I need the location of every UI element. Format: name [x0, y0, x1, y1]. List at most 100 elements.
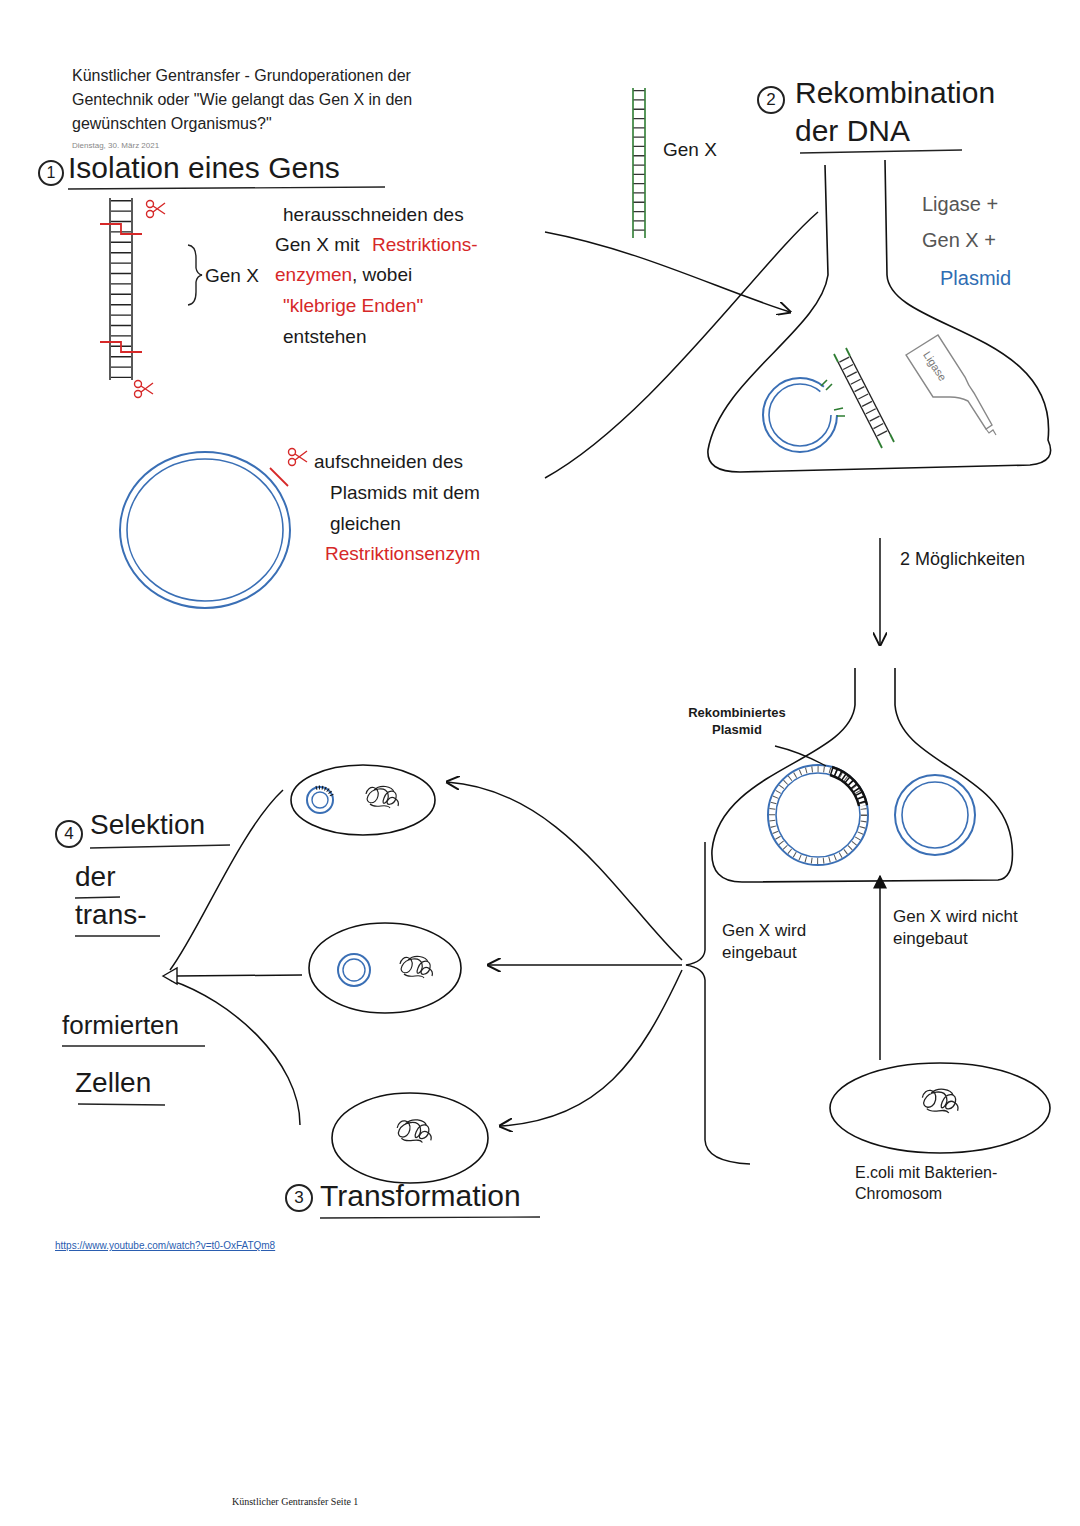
annotation-text: entstehen — [283, 325, 366, 348]
recombinant-plasmid — [772, 769, 864, 861]
annotation-text: gleichen — [330, 512, 401, 535]
flow-arrow — [488, 964, 682, 966]
restriction-cut — [270, 449, 307, 487]
bacterium — [332, 1093, 488, 1183]
gene-label: Gen X — [205, 264, 259, 287]
flask-vessel — [700, 160, 1060, 480]
gene-ladder — [633, 88, 645, 238]
step-number: 1 — [38, 160, 64, 186]
flask-vessel — [712, 668, 1013, 882]
outcome-label: Gen X wird nicht eingebaut — [893, 906, 1073, 950]
plasmid — [902, 782, 968, 848]
annotation-text: 2 Möglichkeiten — [900, 548, 1025, 570]
bacterium — [922, 1089, 958, 1113]
heading-underline — [78, 1104, 165, 1105]
step-heading: Selektion — [90, 808, 205, 842]
enzyme-outline — [906, 335, 992, 429]
step-heading: Zellen — [75, 1066, 151, 1100]
plasmid — [769, 384, 831, 446]
step-heading: Transformation — [320, 1178, 521, 1214]
reagent-list: Plasmid — [940, 266, 1011, 291]
restriction-cut — [100, 201, 165, 398]
gene-label: Gen X — [663, 138, 717, 161]
bacterium-label: E.coli mit Bakterien-Chromosom — [855, 1162, 1060, 1204]
heading-underline — [62, 845, 540, 1218]
heading-underline — [62, 1045, 205, 1046]
flow-arrow — [879, 538, 881, 645]
flow-arrow — [545, 212, 818, 478]
page-title: Künstlicher Gentransfer - Grundoperation… — [72, 64, 482, 136]
annotation-text: Gen X mit — [275, 233, 359, 256]
step-number: 3 — [285, 1184, 313, 1212]
gene-fragment — [838, 362, 878, 440]
step-heading: der — [75, 860, 115, 894]
recombinant-plasmid — [768, 765, 868, 865]
bacterium — [291, 765, 435, 835]
ligase-enzyme — [900, 325, 1000, 437]
flask-vessel — [708, 160, 1051, 472]
bacterium — [400, 956, 432, 978]
gene-ladder — [109, 198, 111, 380]
reagent-list: Ligase + Gen X + — [922, 186, 1034, 258]
plasmid — [120, 452, 290, 608]
annotation-text: Restriktions- — [372, 233, 478, 256]
heading-underline — [68, 187, 385, 189]
gene-bracket — [188, 245, 202, 305]
bacterium — [312, 792, 328, 808]
enzyme-label: Ligase — [920, 349, 949, 384]
enzyme-outline — [986, 429, 996, 435]
heading-underline — [75, 897, 120, 898]
bacterium — [309, 923, 461, 1013]
source-link: https://www.youtube.com/watch?v=t0-OxFAT… — [55, 1240, 275, 1252]
flask-vessel: Ligase + Gen X + PlasmidLigase — [700, 160, 1060, 480]
outcome-label: Gen X wird eingebaut — [722, 920, 834, 964]
plasmid — [895, 775, 975, 855]
restriction-cut — [270, 468, 288, 486]
bacterium — [343, 959, 365, 981]
annotation-text: enzymen — [275, 263, 352, 286]
bacterium — [316, 787, 332, 796]
selection-bracket — [176, 975, 302, 976]
bacterium — [366, 786, 398, 808]
annotation-text: aufschneiden des — [314, 450, 463, 473]
gene-ladder — [634, 90, 645, 236]
sticky-end — [834, 348, 894, 448]
heading-underline — [75, 935, 160, 936]
sticky-end — [821, 380, 845, 416]
gene-fragment — [850, 356, 890, 434]
gene-fragment — [844, 359, 884, 437]
restriction-cut — [289, 449, 308, 466]
restriction-cut — [100, 224, 142, 234]
recombinant-plasmid — [768, 765, 868, 865]
page-footer: Künstlicher Gentransfer Seite 1 — [232, 1496, 358, 1508]
ligase-enzyme: Ligase — [900, 325, 1000, 437]
gene-ladder — [644, 88, 646, 238]
annotation-text: Plasmids mit dem — [330, 481, 480, 504]
step-number: 2 — [757, 86, 785, 114]
heading-underline — [320, 1217, 540, 1218]
date-note: Dienstag, 30. März 2021 — [72, 141, 159, 151]
bacterium — [338, 954, 370, 986]
annotation-text: Restriktionsenzym — [325, 542, 480, 565]
heading-underline — [800, 150, 962, 153]
annotation-text: , wobei — [352, 263, 412, 286]
plasmid — [127, 459, 283, 601]
recombinant-plasmid — [831, 771, 863, 806]
annotation-text: "klebrige Enden" — [283, 294, 423, 317]
step-heading: Rekombination der DNA — [795, 74, 1045, 150]
bacterium — [309, 923, 461, 1013]
flow-arrow — [879, 876, 881, 1060]
bacterium — [307, 787, 333, 813]
arrow-head — [163, 968, 177, 984]
restriction-cut — [100, 342, 142, 352]
leader-line — [775, 746, 826, 766]
plasmid — [120, 452, 290, 608]
step-heading: trans- — [75, 898, 147, 932]
bacterium — [397, 1120, 431, 1143]
bacterium — [830, 1063, 1050, 1153]
plasmid — [895, 775, 975, 855]
callout-label: Rekombiniertes Plasmid — [672, 704, 802, 738]
bacterium — [830, 1063, 1050, 1153]
